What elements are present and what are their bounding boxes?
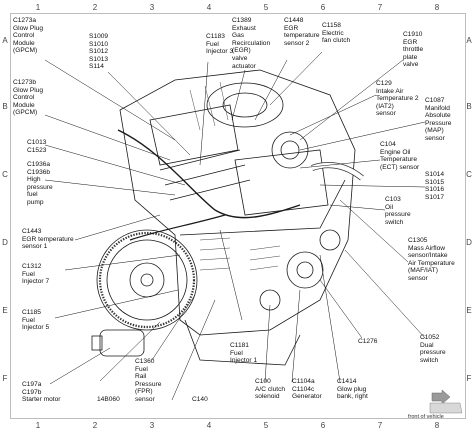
grid-row-a: A: [2, 36, 8, 45]
turbo-housing: [206, 82, 284, 128]
callout-c1273b-gpcm: C1273b Glow Plug Control Module (GPCM): [13, 79, 44, 117]
grid-row-a-right: A: [466, 36, 472, 45]
callout-c1389-egr-valve: C1389 Exhaust Gas Recirculation (EGR) va…: [232, 17, 271, 70]
grid-col-1-bottom: 1: [35, 421, 41, 430]
callout-c1448-egr-temp2: C1448 EGR temperature sensor 2: [284, 17, 320, 47]
grid-row-d: D: [2, 238, 8, 247]
throttle-body: [271, 131, 309, 169]
grid-col-8: 8: [434, 3, 440, 12]
grid-row-b: B: [2, 102, 8, 111]
callout-s1014-s1017: S1014 S1015 S1016 S1017: [425, 171, 445, 201]
callout-c1305-maf: C1305 Mass Airflow sensor/Intake Air Tem…: [408, 237, 455, 282]
flywheel-outer: [96, 229, 198, 331]
frame-top: [10, 13, 466, 14]
idler-pulley: [259, 289, 281, 311]
callout-c14b060: 14B060: [97, 396, 120, 403]
grid-col-2-bottom: 2: [92, 421, 98, 430]
callout-c1414-glow-plug: C1414 Glow plug bank, right: [337, 378, 368, 401]
callout-c1183-injector3: C1183 Fuel Injector 3: [206, 33, 234, 56]
callout-c1013-c1523: C1013 C1523: [27, 139, 47, 154]
grid-row-f: F: [2, 374, 8, 383]
damper-pulley: [286, 251, 324, 289]
callout-c1158-fan-clutch: C1158 Electric fan clutch: [322, 22, 351, 45]
callout-c1360-fpr: C1360 Fuel Rail Pressure (FPR) sensor: [135, 358, 162, 403]
grid-col-7-bottom: 7: [377, 421, 383, 430]
grid-col-1: 1: [35, 3, 41, 12]
grid-col-5: 5: [263, 3, 269, 12]
ac-compressor-pulley: [319, 229, 341, 251]
callout-c1181-injector1: C1181 Fuel Injector 1: [230, 342, 258, 365]
frame-bottom: [10, 418, 466, 419]
front-of-vehicle-label: front of vehicle: [408, 414, 444, 420]
frame-right: [465, 13, 466, 419]
valve-cover-left: [149, 104, 239, 166]
grid-col-8-bottom: 8: [434, 421, 440, 430]
callout-c1185-injector5: C1185 Fuel Injector 5: [22, 309, 50, 332]
frame-left: [10, 13, 11, 419]
leader-lines: [44, 51, 426, 401]
flywheel-ring: [106, 239, 188, 321]
callout-c1087-map: C1087 Manifold Absolute Pressure (MAP) s…: [425, 97, 452, 142]
grid-row-d-right: D: [466, 238, 472, 247]
grid-row-e: E: [2, 306, 8, 315]
callout-s-splices: S1009 S1010 S1012 S1013 S114: [89, 33, 109, 71]
callout-c1936-pump: C1936a C1936b High pressure fuel pump: [27, 161, 53, 206]
oil-pan: [184, 319, 301, 366]
grid-row-e-right: E: [466, 306, 472, 315]
callout-c140: C140: [192, 396, 208, 403]
callout-c100-ac-clutch: C100 A/C clutch solenoid: [255, 378, 286, 401]
grid-col-3-bottom: 3: [149, 421, 155, 430]
callout-c1443-egr-temp1: C1443 EGR temperature sensor 1: [22, 228, 74, 251]
callout-c1312-injector7: C1312 Fuel Injector 7: [22, 263, 50, 286]
grid-row-c: C: [2, 170, 8, 179]
front-of-vehicle-arrow-icon: [429, 389, 463, 414]
callout-c1273a-gpcm: C1273a Glow Plug Control Module (GPCM): [13, 17, 44, 55]
callout-c1052-dual-switch: C1052 Dual pressure switch: [420, 334, 446, 364]
grid-row-c-right: C: [466, 170, 472, 179]
callout-c103-oil-switch: C103 Oil pressure switch: [385, 196, 411, 226]
callout-c1276: C1276: [358, 338, 378, 345]
grid-col-6-bottom: 6: [320, 421, 326, 430]
engine-block: [119, 69, 356, 336]
wiring-harness: [117, 129, 301, 219]
fuel-rail-lines: [159, 149, 251, 201]
grid-col-5-bottom: 5: [263, 421, 269, 430]
callout-c1910-throttle: C1910 EGR throttle plate valve: [403, 31, 424, 69]
grid-col-7: 7: [377, 3, 383, 12]
grid-col-2: 2: [92, 3, 98, 12]
callout-c197-starter: C197a C197b Starter motor: [22, 381, 61, 404]
callout-c129-iat2: C129 Intake Air Temperature 2 (IAT2) sen…: [376, 80, 419, 118]
callout-c1104-generator: C1104a C1104c Generator: [292, 378, 322, 401]
callout-c104-ect: C104 Engine Oil Temperature (ECT) sensor: [380, 141, 420, 171]
grid-col-4: 4: [206, 3, 212, 12]
valve-cover-right: [234, 149, 329, 216]
starter-motor: [99, 329, 145, 357]
grid-col-6: 6: [320, 3, 326, 12]
grid-row-b-right: B: [466, 102, 472, 111]
grid-col-4-bottom: 4: [206, 421, 212, 430]
grid-col-3: 3: [149, 3, 155, 12]
grid-row-f-right: F: [466, 374, 472, 383]
